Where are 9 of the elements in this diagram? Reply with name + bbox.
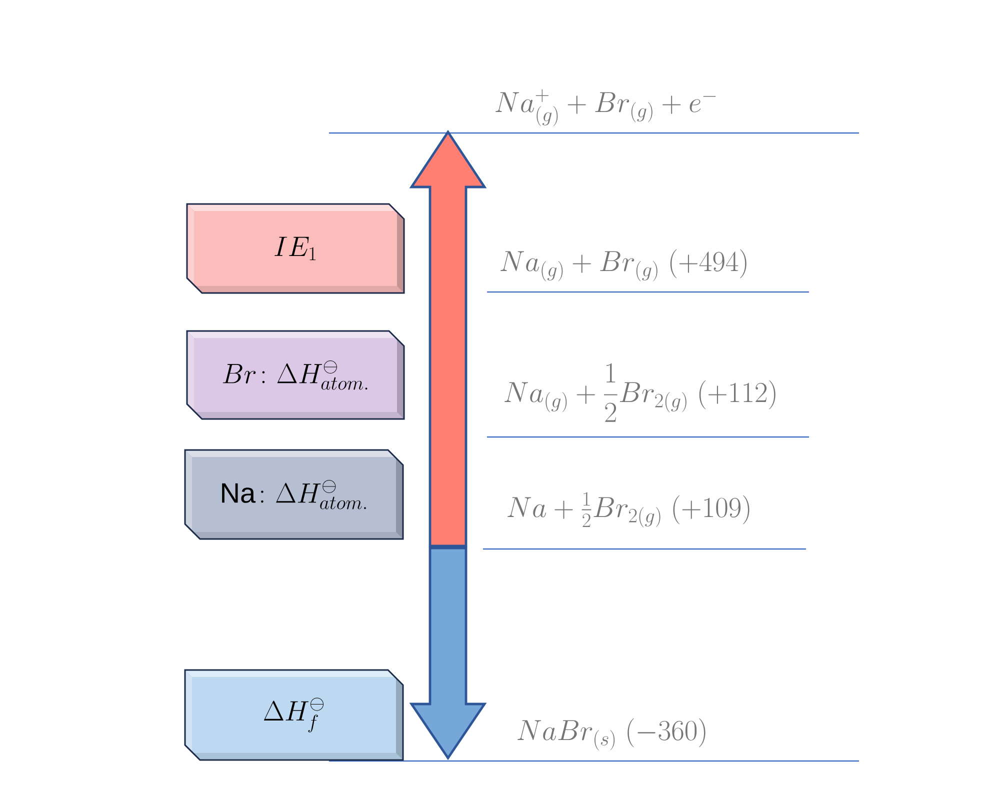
energy-level-label: $NaBr_{(s)}\;(-360)$ <box>518 718 706 750</box>
bevel-box: $IE_{1}$ <box>186 203 405 294</box>
energy-level-label: $Na_{(g)}+Br_{(g)}\;(+494)$ <box>500 249 746 282</box>
bevel-box: $\Delta H^{\ominus}_{f}$ <box>184 669 404 761</box>
energy-level-label: $Na+\frac{1}{2}Br_{2(g)}\;(+109)$ <box>508 492 750 528</box>
energy-level-label: $Na_{(g)}+\dfrac{1}{2}Br_{2(g)}\;(+112)$ <box>504 363 776 422</box>
bevel-box: $Br\colon\Delta H^{\ominus}_{atom.}$ <box>186 330 405 420</box>
energy-level-label: $Na^{+}_{(g)}+Br_{(g)}+e^{-}$ <box>496 89 716 126</box>
bevel-box: $\mathrm{Na}\colon\Delta H^{\ominus}_{atom.}$ <box>184 449 404 540</box>
